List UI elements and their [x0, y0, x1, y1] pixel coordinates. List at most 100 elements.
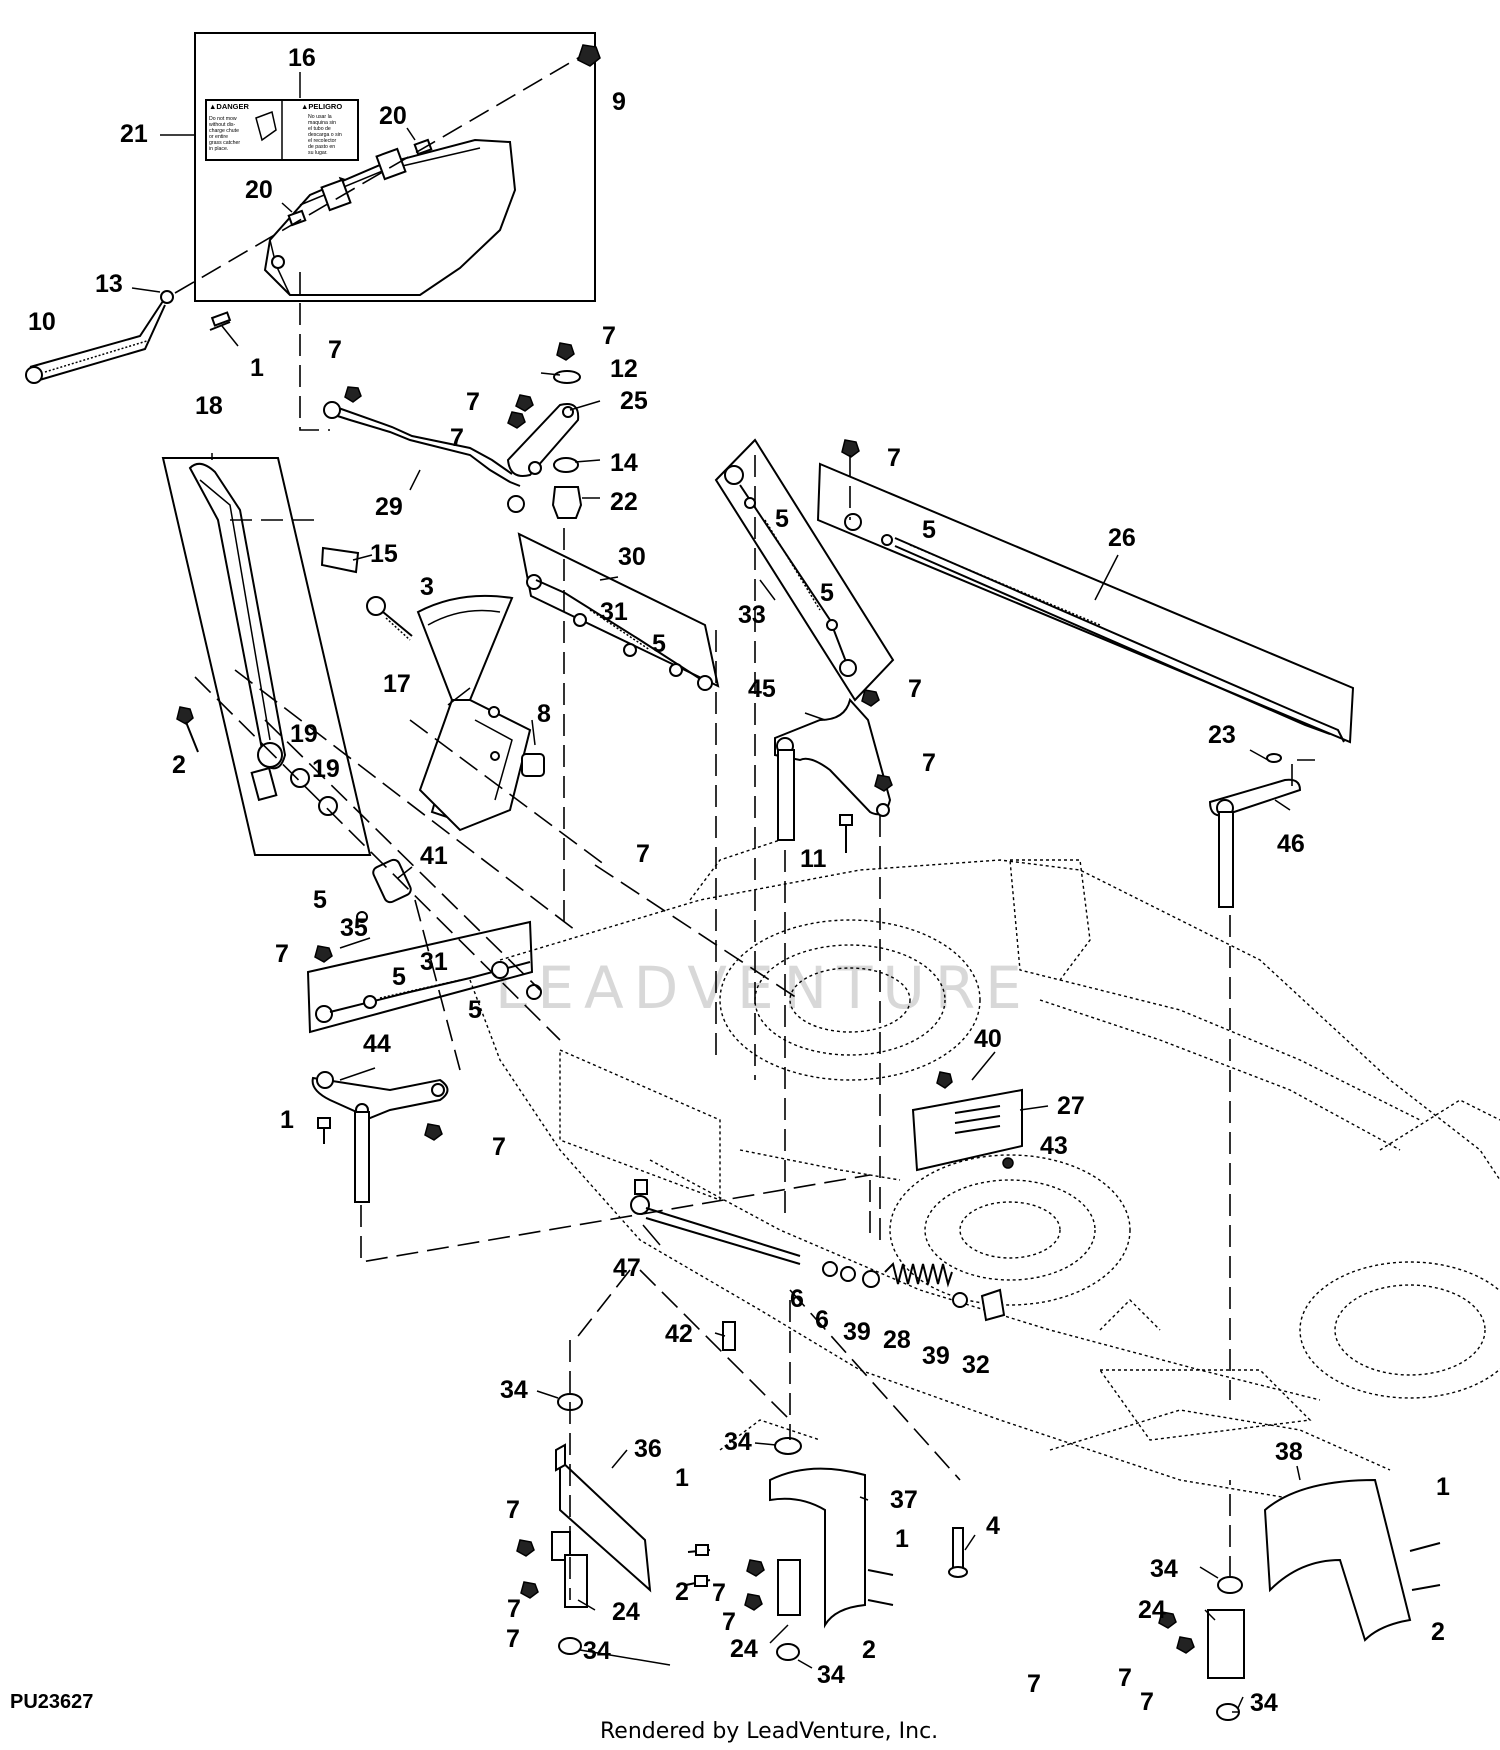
callout-9: 9 — [612, 88, 626, 116]
watermark: LEADVENTURE — [495, 954, 1032, 1022]
callout-29: 29 — [375, 493, 403, 521]
svg-text:maquina sin: maquina sin — [308, 120, 336, 126]
link-35 — [306, 911, 542, 1034]
callout-40: 40 — [974, 1025, 1002, 1053]
callout-1-c: 1 — [675, 1464, 689, 1492]
callout-11: 11 — [800, 845, 827, 873]
callout-34-d: 34 — [817, 1661, 845, 1689]
nut-9 — [577, 44, 601, 67]
callout-43: 43 — [1040, 1132, 1068, 1160]
bracket-36 — [516, 1393, 711, 1655]
callout-7-n: 7 — [712, 1579, 726, 1607]
stop-8 — [521, 753, 545, 777]
callout-44: 44 — [363, 1030, 391, 1058]
svg-text:descarga o sin: descarga o sin — [308, 132, 342, 138]
callout-34-f: 34 — [1250, 1689, 1278, 1717]
callout-6-a: 6 — [790, 1285, 804, 1313]
svg-text:No usar la: No usar la — [308, 114, 332, 120]
callout-20a: 20 — [379, 102, 407, 130]
figure-reference: PU23627 — [10, 1691, 93, 1713]
leader-lines — [131, 72, 1301, 1713]
svg-text:Do not mow: Do not mow — [209, 116, 237, 122]
decal-peligro-header: ▲PELIGRO — [301, 102, 342, 111]
callout-7-j: 7 — [492, 1133, 506, 1161]
callout-4: 4 — [986, 1512, 1000, 1540]
callout-7-r: 7 — [1027, 1670, 1041, 1698]
callout-45: 45 — [748, 675, 776, 703]
callout-41: 41 — [420, 842, 448, 870]
bushing-22 — [551, 486, 583, 519]
bolt-1-top — [209, 311, 232, 331]
callout-24-b: 24 — [730, 1635, 758, 1663]
svg-text:el recolector: el recolector — [308, 138, 337, 144]
callout-15: 15 — [370, 540, 398, 568]
callout-1-top: 1 — [250, 354, 264, 382]
decal-peligro-body: No usar la maquina sin el tubo de descar… — [308, 114, 342, 156]
adjusting-link-30 — [517, 532, 720, 691]
callout-34-a: 34 — [500, 1376, 528, 1404]
bolt-3 — [366, 596, 413, 641]
callout-34-e: 34 — [1150, 1555, 1178, 1583]
callout-16: 16 — [288, 44, 316, 72]
callout-3: 3 — [420, 573, 434, 601]
callout-35: 35 — [340, 914, 368, 942]
decal-warning-pictogram — [255, 110, 277, 142]
callout-1-left: 1 — [280, 1106, 294, 1134]
callout-6-b: 6 — [815, 1306, 829, 1334]
decal-danger-header: ▲DANGER — [209, 102, 250, 111]
callout-14: 14 — [610, 449, 638, 477]
callout-7-k: 7 — [506, 1496, 520, 1524]
callout-34-c: 34 — [583, 1637, 611, 1665]
quadrant-bracket-17 — [416, 594, 545, 832]
callout-7-q: 7 — [1140, 1688, 1154, 1716]
callout-25: 25 — [620, 387, 648, 415]
upper-linkage — [299, 272, 583, 519]
callout-17: 17 — [383, 670, 411, 698]
callout-1-e: 1 — [1436, 1473, 1450, 1501]
arm-46 — [1208, 753, 1315, 908]
callout-7-b: 7 — [328, 336, 342, 364]
callout-13: 13 — [95, 270, 123, 298]
decal-danger-body: Do not mow without dis- charge chute or … — [209, 116, 240, 152]
callout-23: 23 — [1208, 721, 1236, 749]
callout-30: 30 — [618, 543, 646, 571]
svg-text:su lugar.: su lugar. — [308, 150, 328, 156]
callout-19-b: 19 — [312, 755, 340, 783]
bellcrank-25 — [506, 403, 580, 477]
callout-10: 10 — [28, 308, 56, 336]
callout-8: 8 — [537, 700, 551, 728]
link-26 — [816, 439, 1355, 744]
callout-7-o: 7 — [722, 1608, 736, 1636]
svg-text:charge chute: charge chute — [209, 128, 239, 134]
callout-5-c: 5 — [820, 579, 834, 607]
bracket-38 — [1158, 1478, 1441, 1721]
callout-38: 38 — [1275, 1438, 1303, 1466]
bellcrank-44 — [311, 1071, 871, 1263]
callout-5-d: 5 — [652, 630, 666, 658]
lift-lever — [188, 462, 287, 770]
callout-24-c: 24 — [1138, 1596, 1166, 1624]
svg-text:or entire: or entire — [209, 134, 228, 140]
callout-7-l: 7 — [507, 1595, 521, 1623]
assembly-guide-lines — [194, 455, 1231, 1600]
callout-5-f: 5 — [392, 963, 406, 991]
callout-5-a: 5 — [775, 505, 789, 533]
svg-text:grass catcher: grass catcher — [209, 140, 240, 146]
link-47 — [630, 1179, 1006, 1322]
callout-2-e: 2 — [1431, 1618, 1445, 1646]
callout-7-e: 7 — [887, 444, 901, 472]
callout-27: 27 — [1057, 1092, 1085, 1120]
callout-22: 22 — [610, 488, 638, 516]
callout-7-h: 7 — [636, 840, 650, 868]
callout-18: 18 — [195, 392, 223, 420]
callout-2-left: 2 — [172, 751, 186, 779]
callout-24-a: 24 — [612, 1598, 640, 1626]
callout-31-a: 31 — [600, 598, 628, 626]
lever-assembly — [161, 457, 412, 904]
callout-26: 26 — [1108, 524, 1136, 552]
screw-4 — [948, 1527, 968, 1578]
callout-39-b: 39 — [922, 1342, 950, 1370]
bushing-41 — [372, 858, 412, 904]
mower-deck-outline — [469, 839, 1500, 1501]
svg-text:in place.: in place. — [209, 146, 228, 152]
